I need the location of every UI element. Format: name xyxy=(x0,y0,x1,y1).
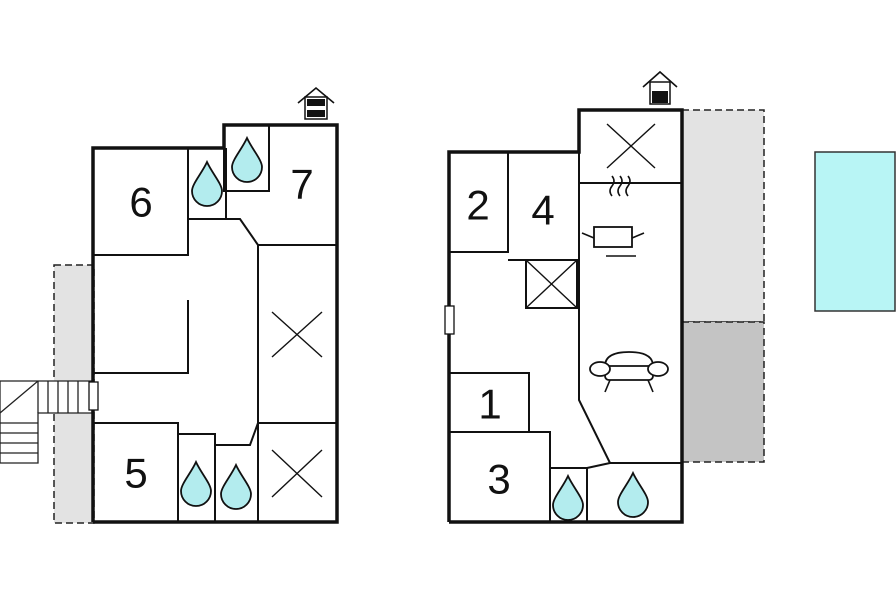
water-drop-icon xyxy=(617,472,649,518)
door-icon xyxy=(88,381,99,411)
cross-icon xyxy=(606,123,656,169)
room-number-3: 3 xyxy=(487,456,510,503)
room-number-7: 7 xyxy=(290,161,313,208)
room-5-walls xyxy=(93,422,179,522)
floor-plan-right: 2 4 1 3 xyxy=(444,70,684,524)
bath-bottom-walls xyxy=(178,433,216,445)
room-number-1: 1 xyxy=(478,381,501,428)
cooking-pot-icon xyxy=(581,175,645,257)
room-2-walls xyxy=(449,152,509,253)
pool xyxy=(814,151,896,312)
room-3-walls xyxy=(449,431,551,522)
bottom-diag-wall xyxy=(214,422,259,522)
water-drop-icon xyxy=(180,461,212,507)
cross-icon xyxy=(271,311,323,358)
house-chimney-icon xyxy=(297,86,335,120)
room-number-4: 4 xyxy=(531,187,554,234)
door-icon xyxy=(444,305,455,335)
room-number-5: 5 xyxy=(124,450,147,497)
floor-plan-left: 6 7 5 xyxy=(88,86,339,524)
left-partition xyxy=(93,300,189,374)
water-drop-icon xyxy=(191,161,223,207)
void-box xyxy=(525,259,578,309)
room-number-6: 6 xyxy=(129,179,152,226)
room-number-2: 2 xyxy=(466,182,489,229)
kitchen-partition xyxy=(578,260,682,464)
water-drop-icon xyxy=(231,137,263,183)
room-6-walls xyxy=(93,148,189,256)
covered-terrace xyxy=(681,321,765,463)
water-drop-icon xyxy=(220,464,252,510)
house-chimney-icon xyxy=(642,70,678,105)
stairs-icon xyxy=(0,380,93,464)
bath-small-top xyxy=(223,124,270,192)
sofa-icon xyxy=(589,351,669,393)
terrace-right xyxy=(681,109,765,323)
room-7-walls xyxy=(226,218,337,246)
right-outer-wall xyxy=(447,108,684,524)
cross-icon xyxy=(271,449,323,498)
water-drop-icon xyxy=(552,475,584,521)
